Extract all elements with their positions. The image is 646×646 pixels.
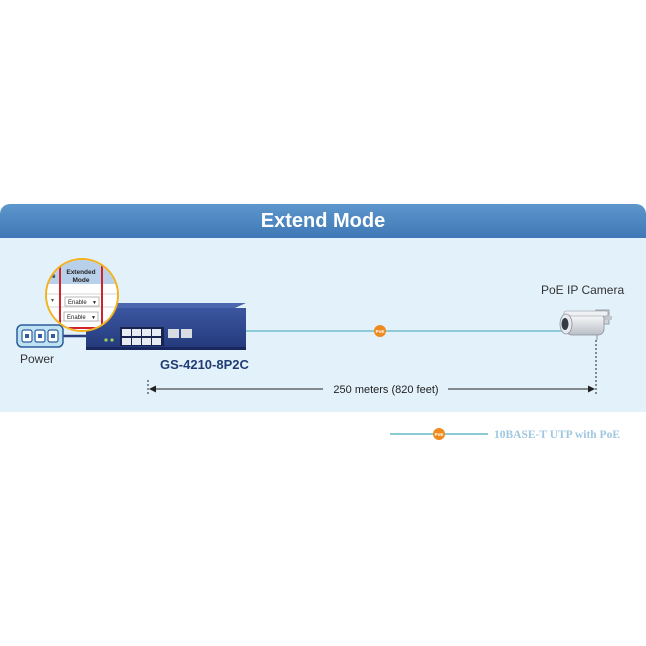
legend-text: 10BASE-T UTP with PoE: [494, 429, 620, 441]
ip-camera-icon: [559, 309, 612, 340]
zoom-row-partial-arrow: ▾: [51, 298, 54, 304]
camera-label: PoE IP Camera: [541, 283, 624, 297]
extend-mode-banner: Extend Mode: [0, 204, 646, 238]
zoom-select-row-1-arrow: ▼: [92, 300, 97, 306]
distance-label: 250 meters (820 feet): [333, 384, 438, 396]
power-outlet-icon: [16, 324, 64, 348]
zoom-select-row-1-value: Enable: [68, 300, 87, 306]
zoom-column-header-line2: Mode: [73, 277, 90, 284]
poe-switch-device: [86, 303, 246, 350]
legend-poe-badge-icon: [433, 428, 445, 440]
cable-legend: PoE 10BASE-T UTP with PoE: [390, 428, 620, 441]
banner-title: Extend Mode: [260, 209, 386, 232]
switch-model-label: GS-4210-8P2C: [160, 357, 249, 372]
power-label: Power: [20, 352, 54, 366]
cable-poe-badge: PoE: [376, 329, 385, 334]
zoom-select-row-2-arrow: ▼: [91, 315, 96, 321]
extended-mode-zoom-inset: le Extended Mode ▾ Enable ▼ Enable ▼: [45, 258, 119, 332]
zoom-select-row-2[interactable]: [63, 311, 99, 322]
legend-poe-badge: PoE: [435, 432, 444, 437]
distance-indicator: [147, 340, 597, 396]
zoom-select-row-2-value: Enable: [67, 315, 86, 321]
zoom-partial-header: le: [50, 274, 56, 280]
poe-badge-icon: PoE: [374, 325, 386, 337]
zoom-select-row-1[interactable]: [64, 296, 100, 307]
zoom-column-header-line1: Extended: [66, 269, 95, 276]
